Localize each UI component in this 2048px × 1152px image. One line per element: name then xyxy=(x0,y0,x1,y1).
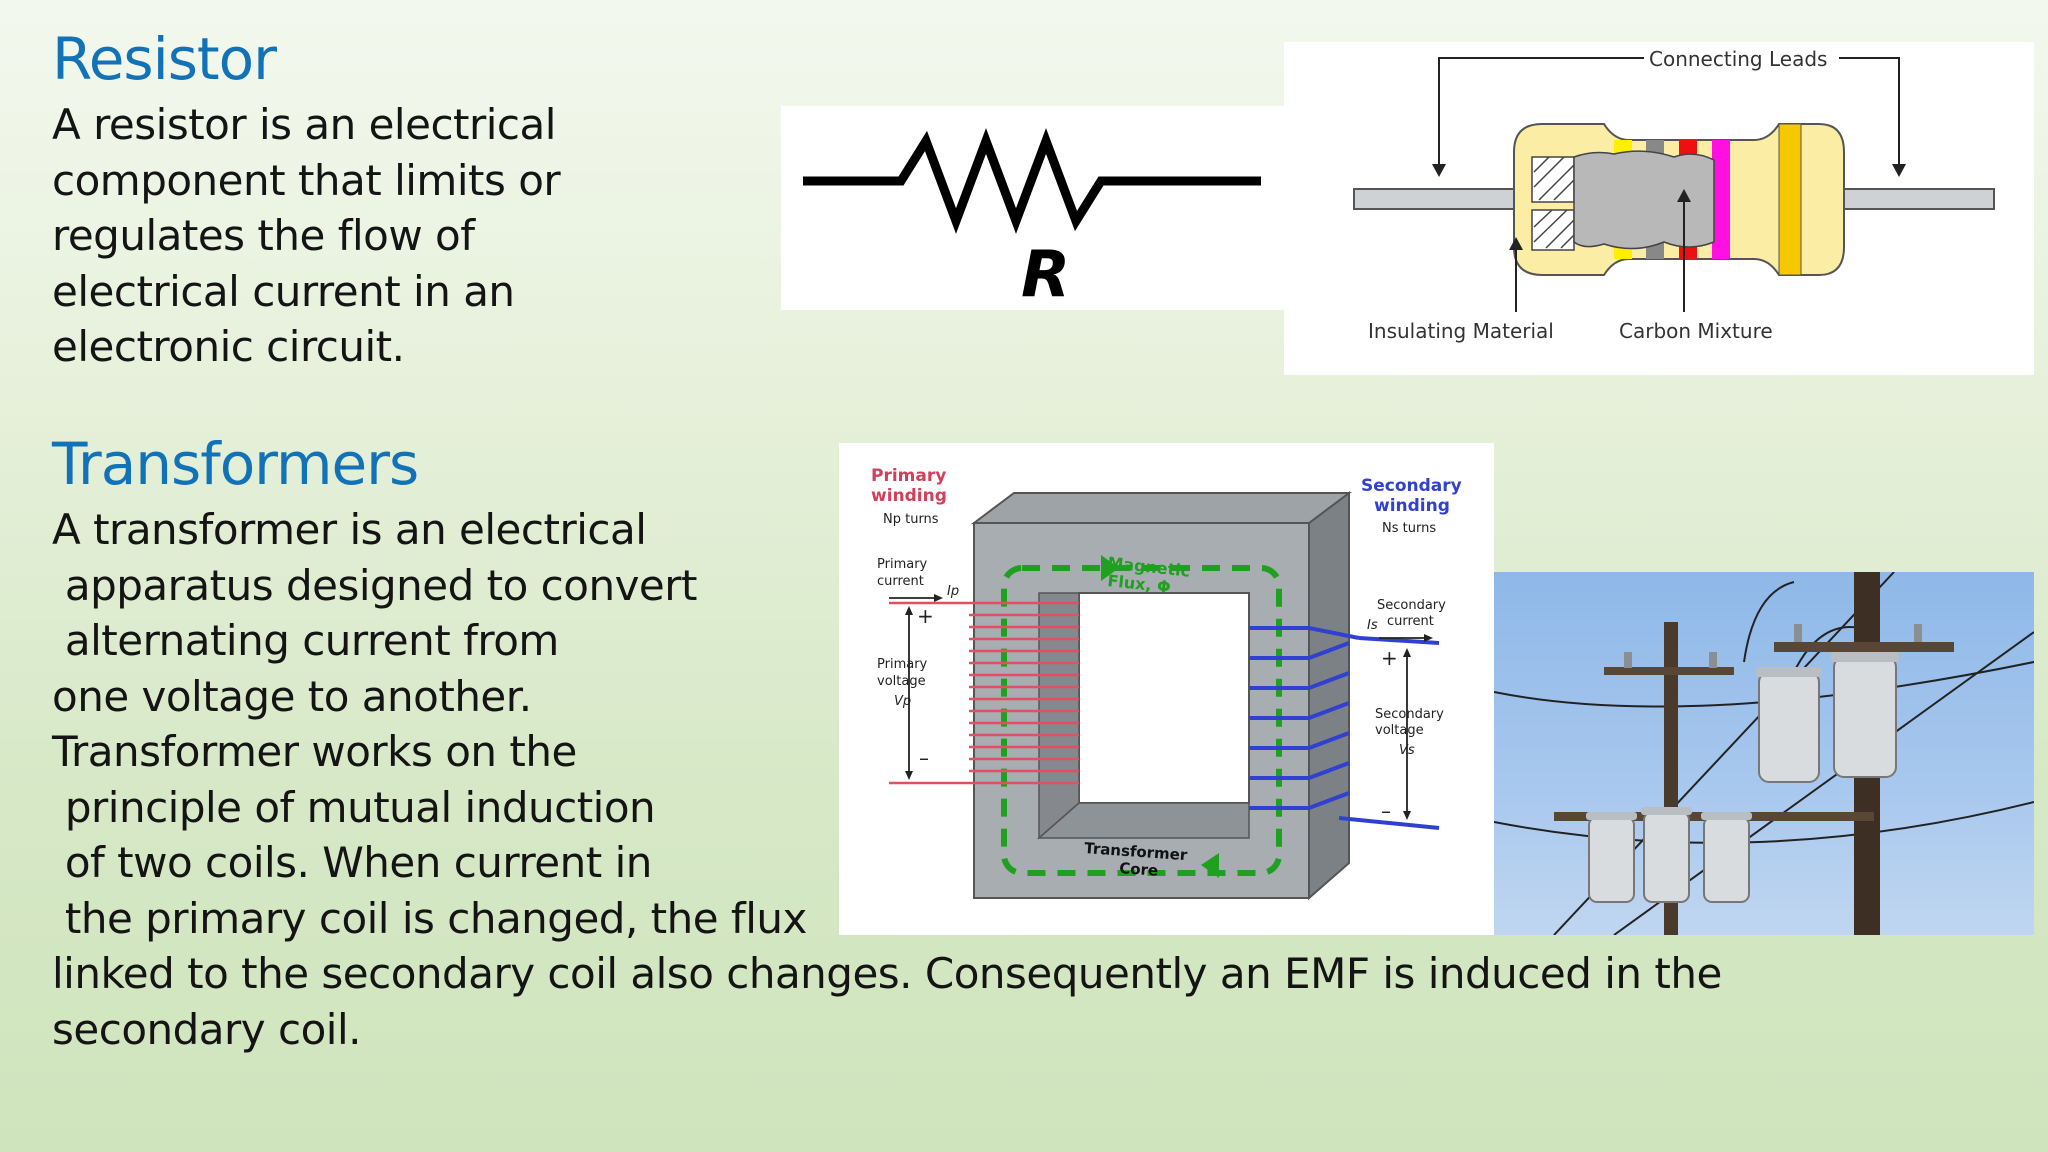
band-gold xyxy=(1778,123,1802,276)
is-label: Is xyxy=(1367,618,1378,633)
connecting-leads-label: Connecting Leads xyxy=(1649,47,1827,71)
transformers-line: A transformer is an electrical xyxy=(52,505,647,554)
ip-label: Ip xyxy=(947,584,959,599)
transformer-can xyxy=(1758,671,1820,783)
resistor-line: regulates the flow of xyxy=(52,211,475,260)
resistor-line: component that limits or xyxy=(52,155,561,205)
transformers-description: A transformer is an electrical apparatus… xyxy=(52,502,1722,1057)
resistor-construction-diagram: Connecting Leads Insulating Material Car… xyxy=(1284,42,2034,375)
primary-voltage-label: Primary xyxy=(877,657,928,672)
primary-coil xyxy=(889,601,1079,785)
resistor-description: A resistor is an electrical component th… xyxy=(52,97,561,375)
vp-label: Vp xyxy=(894,694,911,709)
resistor-zigzag xyxy=(803,128,1261,234)
resistor-symbol-image: R xyxy=(781,106,1286,312)
primary-current-label: current xyxy=(877,574,924,589)
primary-voltage-label: voltage xyxy=(877,674,926,689)
transformers-line: secondary coil. xyxy=(52,1004,361,1054)
transformers-line: alternating current from xyxy=(52,616,559,665)
transformers-line: Transformer works on the xyxy=(52,727,577,776)
carbon-mixture-label: Carbon Mixture xyxy=(1619,319,1773,343)
band-magenta xyxy=(1712,140,1730,259)
secondary-current-label: Secondary xyxy=(1377,598,1446,613)
primary-turns-label: Np turns xyxy=(883,512,939,527)
transformers-line: the primary coil is changed, the flux xyxy=(52,893,808,943)
secondary-turns-label: Ns turns xyxy=(1382,521,1436,536)
vs-label: Vs xyxy=(1399,743,1415,758)
transformers-line: apparatus designed to convert xyxy=(52,560,698,610)
transformer-can xyxy=(1833,656,1897,778)
insulating-material-label: Insulating Material xyxy=(1368,319,1554,343)
transformers-line: linked to the secondary coil also change… xyxy=(52,949,1722,998)
secondary-voltage-label: voltage xyxy=(1375,723,1424,738)
primary-winding-label: winding xyxy=(871,486,947,506)
secondary-winding-label: winding xyxy=(1374,496,1450,516)
transformer-can xyxy=(1588,816,1635,903)
primary-minus-sign: – xyxy=(919,746,929,770)
core-window xyxy=(1078,592,1250,804)
transformer-can xyxy=(1643,811,1690,903)
carbon-mixture xyxy=(1573,150,1715,250)
primary-winding-label: Primary xyxy=(871,466,946,486)
resistor-symbol-label: R xyxy=(1021,238,1070,310)
transformers-line: principle of mutual induction xyxy=(52,782,656,832)
resistor-line: electrical current in an xyxy=(52,266,515,316)
secondary-plus-sign: + xyxy=(1381,646,1398,670)
resistor-line: A resistor is an electrical xyxy=(52,100,556,149)
magnetic-flux-loop xyxy=(1001,565,1282,876)
transformer-can xyxy=(1703,816,1750,903)
secondary-minus-sign: – xyxy=(1381,799,1391,823)
transformers-heading: Transformers xyxy=(52,430,419,498)
resistor-line: electronic circuit. xyxy=(52,322,405,371)
resistor-heading: Resistor xyxy=(52,25,277,93)
secondary-coil xyxy=(1249,626,1440,830)
secondary-voltage-label: Secondary xyxy=(1375,707,1444,722)
secondary-winding-label: Secondary xyxy=(1361,476,1462,496)
transformer-diagram: Primary winding Np turns Primary current… xyxy=(839,443,1494,935)
utility-pole-photo xyxy=(1493,571,2035,936)
transformers-line: of two coils. When current in xyxy=(52,838,653,887)
primary-plus-sign: + xyxy=(917,604,934,628)
transformers-line: one voltage to another. xyxy=(52,671,532,721)
right-lead xyxy=(1823,188,1995,210)
transformer-core-label: Core xyxy=(1119,859,1159,880)
secondary-current-label: current xyxy=(1387,614,1434,629)
primary-current-label: Primary xyxy=(877,557,928,572)
left-lead xyxy=(1353,188,1515,210)
